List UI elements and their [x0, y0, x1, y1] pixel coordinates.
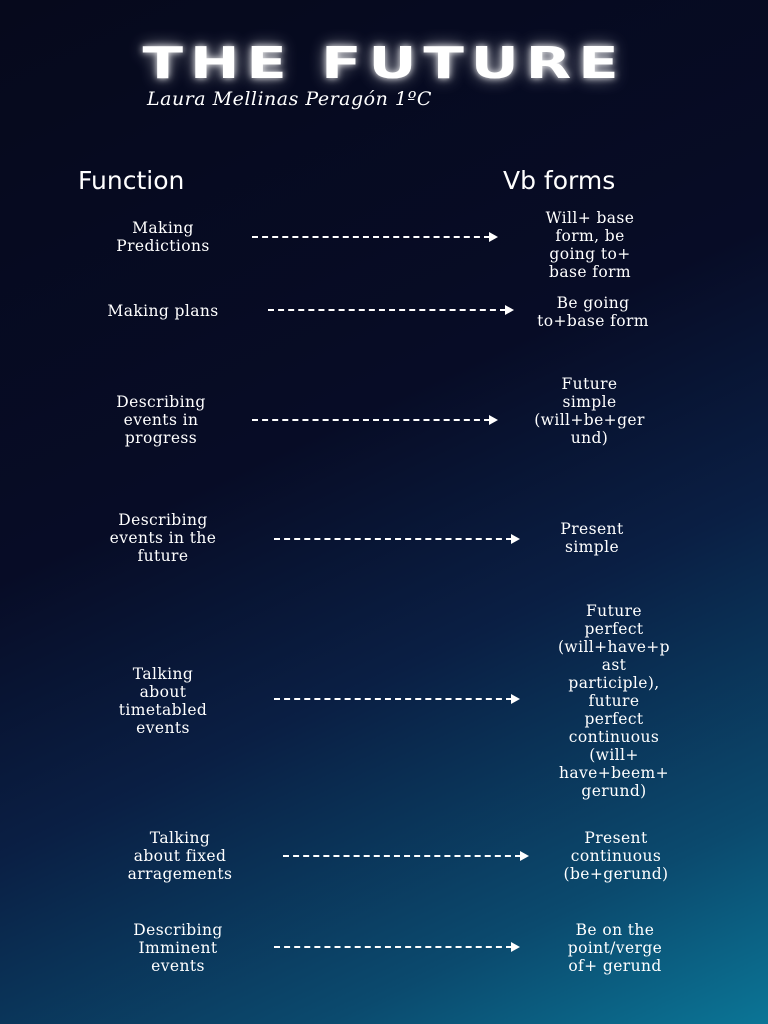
- function-describing-imminent-events: Describing Imminent events: [133, 921, 223, 975]
- forms-column-header: Vb forms: [503, 166, 616, 195]
- arrow-icon: [268, 305, 514, 315]
- function-describing-events-in-the-future: Describing events in the future: [109, 511, 217, 565]
- arrow-icon: [274, 534, 520, 544]
- arrow-icon: [274, 942, 520, 952]
- arrow-icon: [274, 694, 520, 704]
- form-describing-events-in-progress: Future simple (will+be+ger und): [534, 375, 645, 447]
- arrow-icon: [252, 415, 498, 425]
- form-making-plans: Be going to+base form: [537, 294, 649, 330]
- function-describing-events-in-progress: Describing events in progress: [116, 393, 206, 447]
- function-talking-about-timetabled-events: Talking about timetabled events: [118, 665, 208, 737]
- form-describing-events-in-the-future: Present simple: [560, 520, 624, 556]
- function-column-header: Function: [78, 166, 185, 195]
- arrow-icon: [252, 232, 498, 242]
- poster-title: THE FUTURE: [142, 38, 626, 89]
- function-making-predictions: Making Predictions: [116, 219, 210, 255]
- form-describing-imminent-events: Be on the point/verge of+ gerund: [567, 921, 663, 975]
- author-name: Laura Mellinas Peragón 1ºC: [147, 88, 432, 110]
- form-making-predictions: Will+ base form, be going to+ base form: [545, 209, 635, 281]
- function-talking-about-fixed-arrangements: Talking about fixed arragements: [127, 829, 233, 883]
- form-talking-about-timetabled-events: Future perfect (will+have+p ast particip…: [557, 602, 671, 800]
- arrow-icon: [283, 851, 529, 861]
- function-making-plans: Making plans: [107, 302, 219, 320]
- form-talking-about-fixed-arrangements: Present continuous (be+gerund): [563, 829, 669, 883]
